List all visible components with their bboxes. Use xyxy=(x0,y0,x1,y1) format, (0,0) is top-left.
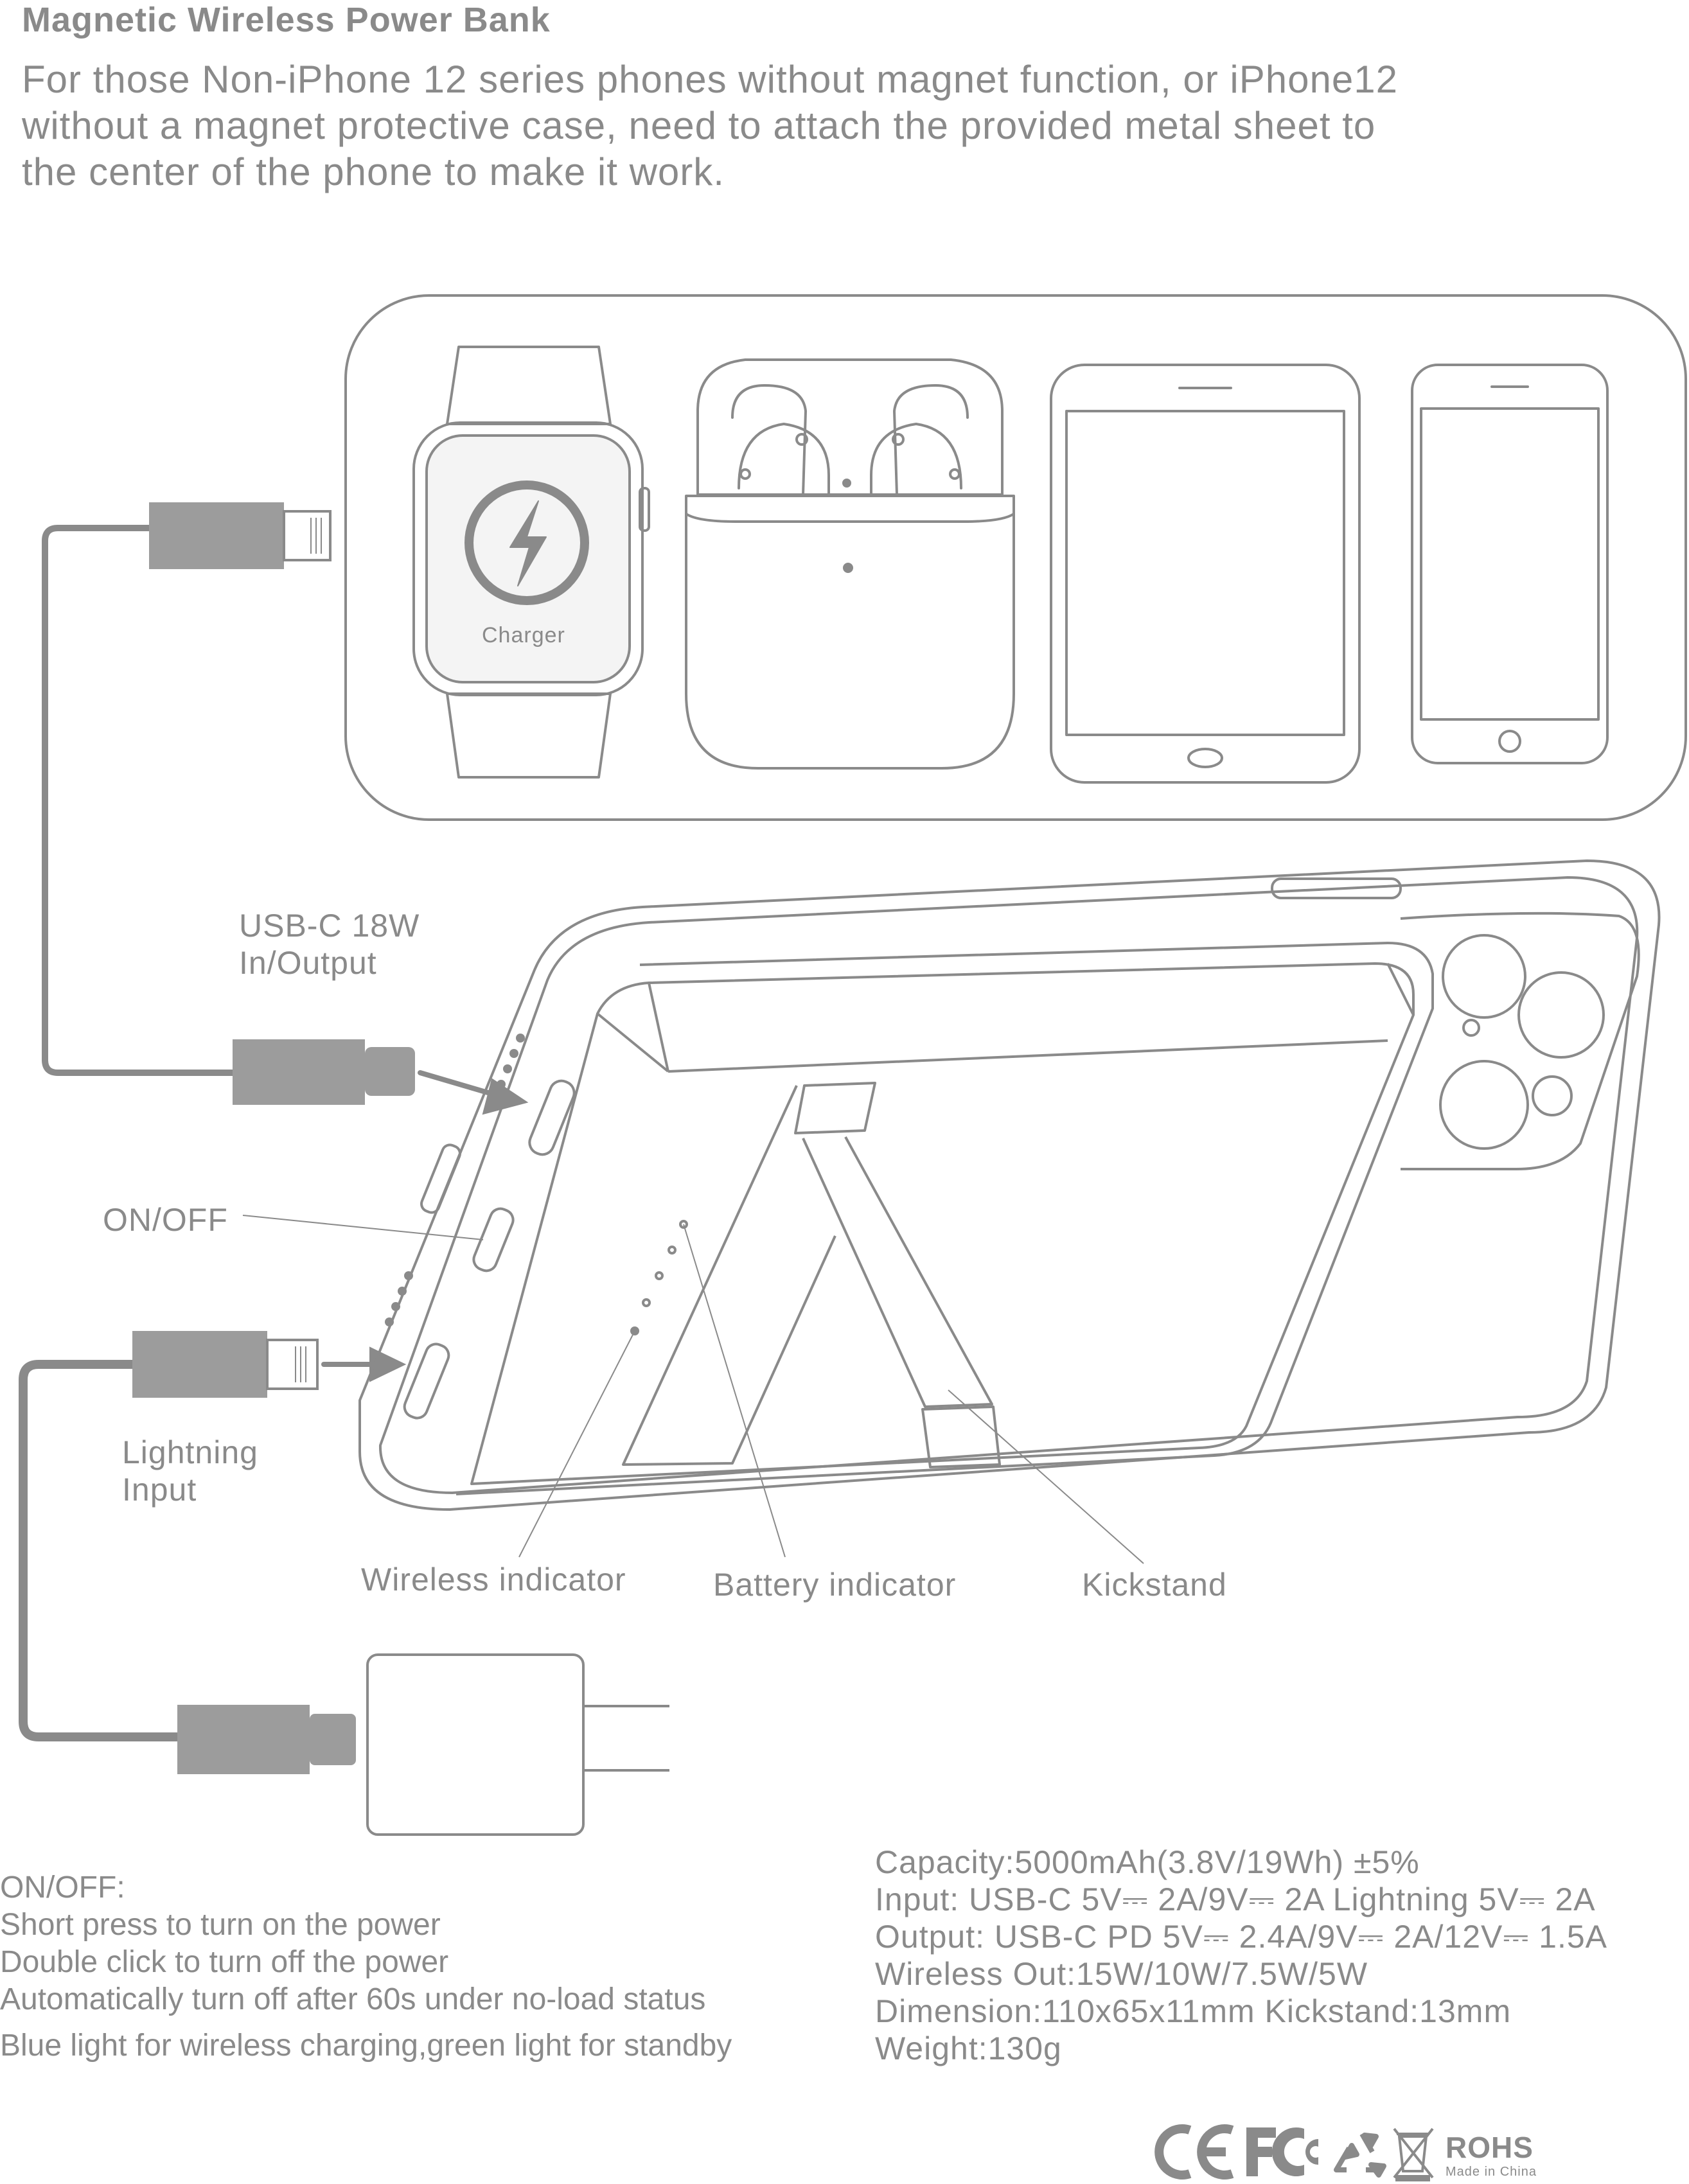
note-line: ON/OFF: xyxy=(0,1869,732,1907)
spec-line: Capacity:5000mAh(3.8V/19Wh) ±5% xyxy=(875,1844,1607,1881)
ce-mark-icon xyxy=(1159,2129,1190,2175)
rohs-mark: ROHS xyxy=(1446,2130,1534,2165)
earbuds-case-icon xyxy=(686,360,1014,768)
label-usbc-line: In/Output xyxy=(239,944,420,982)
label-usbc-line: USB-C 18W xyxy=(239,907,420,944)
certification-marks xyxy=(1150,2120,1439,2181)
note-line: Short press to turn on the power xyxy=(0,1907,732,1944)
fcc-mark-icon xyxy=(1246,2127,1318,2176)
made-in-label: Made in China xyxy=(1446,2165,1537,2180)
smartwatch-icon xyxy=(414,347,649,777)
spec-line: Output: USB-C PD 5V⎓ 2.4A/9V⎓ 2A/12V⎓ 1.… xyxy=(875,1918,1607,1955)
note-line: Double click to turn off the power xyxy=(0,1944,732,1981)
spec-line: Weight:130g xyxy=(875,2030,1607,2067)
label-lightning-line: Input xyxy=(122,1471,258,1508)
tablet-icon xyxy=(1051,365,1359,782)
spec-line: Dimension:110x65x11mm Kickstand:13mm xyxy=(875,1993,1607,2030)
label-lightning: Lightning Input xyxy=(122,1434,258,1508)
spec-line: Input: USB-C 5V⎓ 2A/9V⎓ 2A Lightning 5V⎓… xyxy=(875,1881,1607,1918)
label-usbc: USB-C 18W In/Output xyxy=(239,907,420,982)
spec-line: Wireless Out:15W/10W/7.5W/5W xyxy=(875,1955,1607,1993)
leader-lines xyxy=(243,1215,1144,1563)
lightning-plug-bottom xyxy=(132,1331,267,1398)
lightning-plug-top xyxy=(149,502,284,569)
phone-icon xyxy=(1412,365,1607,763)
label-battery-indicator: Battery indicator xyxy=(713,1566,956,1603)
cable-usbc xyxy=(45,528,233,1073)
wall-adapter-icon xyxy=(367,1655,669,1835)
recycle-icon xyxy=(1336,2134,1384,2175)
led-dots xyxy=(632,1221,687,1334)
notes-block: ON/OFF: Short press to turn on the power… xyxy=(0,1869,732,2065)
label-kickstand: Kickstand xyxy=(1082,1566,1227,1603)
cable-lightning xyxy=(23,1364,177,1737)
phone-with-powerbank xyxy=(360,861,1659,1510)
specs-block: Capacity:5000mAh(3.8V/19Wh) ±5% Input: U… xyxy=(875,1844,1607,2067)
note-line: Automatically turn off after 60s under n… xyxy=(0,1981,732,2018)
usbc-plug-adapter xyxy=(177,1705,310,1774)
note-line: Blue light for wireless charging,green l… xyxy=(0,2027,732,2065)
label-lightning-line: Lightning xyxy=(122,1434,258,1471)
usbc-plug xyxy=(233,1039,365,1105)
watch-screen-label: Charger xyxy=(482,623,565,648)
weee-bin-icon xyxy=(1394,2129,1433,2180)
label-wireless-indicator: Wireless indicator xyxy=(361,1561,626,1598)
label-onoff: ON/OFF xyxy=(103,1201,228,1238)
